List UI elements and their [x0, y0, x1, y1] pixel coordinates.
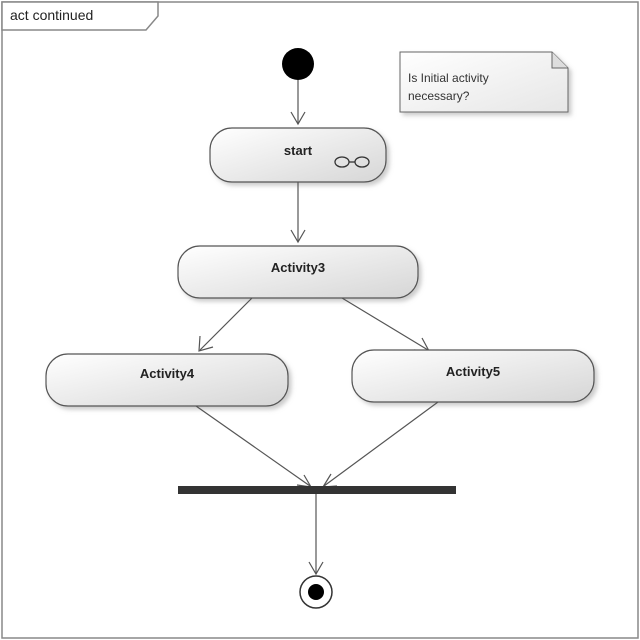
- initial-node-icon: [282, 48, 314, 80]
- rake-icon: [334, 156, 370, 168]
- edge-activity4-to-join: [195, 405, 313, 488]
- edge-start-to-activity3: [290, 182, 306, 244]
- final-node-icon: [299, 575, 333, 609]
- activity5-node[interactable]: [351, 349, 595, 403]
- edge-activity3-to-activity4: [198, 297, 253, 352]
- edge-activity3-to-activity5: [341, 297, 431, 352]
- activity3-label: Activity3: [271, 260, 325, 275]
- frame-label-tab: act continued: [1, 1, 159, 31]
- start-node-label: start: [284, 143, 313, 158]
- activity4-node[interactable]: [45, 353, 289, 407]
- activity4-label: Activity4: [140, 366, 195, 381]
- join-bar: [178, 486, 456, 494]
- edge-join-to-final: [308, 494, 324, 576]
- frame-title: act continued: [10, 7, 93, 23]
- note-line-2: necessary?: [408, 89, 470, 103]
- note: [399, 51, 569, 113]
- note-line-1: Is Initial activity: [408, 71, 489, 85]
- edge-activity5-to-join: [321, 401, 439, 488]
- activity3-node[interactable]: [177, 245, 419, 299]
- edge-initial-to-start: [290, 80, 306, 126]
- activity5-label: Activity5: [446, 364, 500, 379]
